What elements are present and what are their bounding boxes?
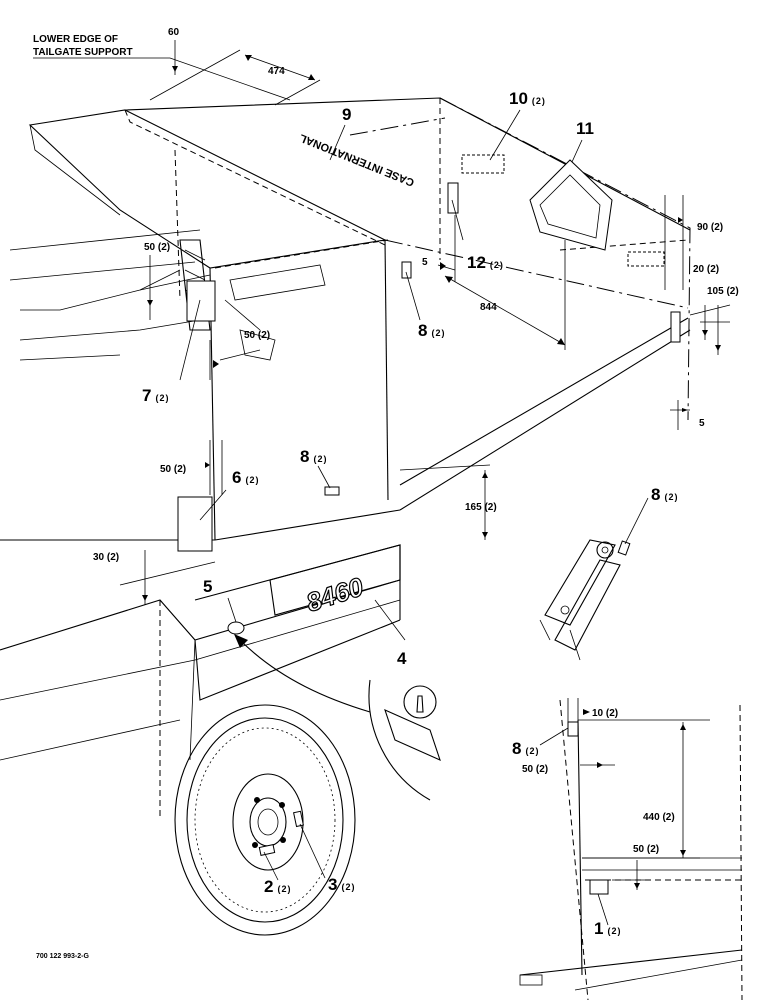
wheel <box>174 704 356 936</box>
callout-6: 6(2) <box>232 468 259 487</box>
brand-decal: CASE INTERNATIONAL <box>298 131 416 188</box>
dim-50-a: 50 (2) <box>144 242 170 253</box>
callout-8-upper: 8(2) <box>418 321 445 340</box>
dim-50-e: 50 (2) <box>633 844 659 855</box>
callout-9: 9 <box>342 105 351 124</box>
dim-5-left: 5 <box>422 257 428 268</box>
dim-90: 90 (2) <box>697 222 723 233</box>
callout-10: 10(2) <box>509 89 546 108</box>
note-line-1: LOWER EDGE OF <box>33 34 118 45</box>
dim-50-c: 50 (2) <box>160 464 186 475</box>
callout-3: 3(2) <box>328 875 355 894</box>
dim-474: 474 <box>268 66 285 77</box>
callout-12: 12(2) <box>467 253 504 272</box>
note-line-2: TAILGATE SUPPORT <box>33 47 133 58</box>
callout-2: 2(2) <box>264 877 291 896</box>
dim-30: 30 (2) <box>93 552 119 563</box>
dim-844: 844 <box>480 302 497 313</box>
decal-shapes <box>177 154 681 635</box>
tailgate-latch-mechanism <box>539 539 631 661</box>
dim-60: 60 <box>168 27 180 38</box>
baler-body <box>0 97 691 820</box>
callout-8-inset: 8(2) <box>512 739 539 758</box>
inset-detail <box>519 699 743 1000</box>
callout-8-middle: 8(2) <box>300 447 327 466</box>
dim-50-d: 50 (2) <box>522 764 548 775</box>
dim-5-right: 5 <box>699 418 705 429</box>
callout-8-mechanism: 8(2) <box>651 485 678 504</box>
callout-leaders <box>179 109 649 926</box>
model-decal: 8460 <box>303 571 368 618</box>
callout-4: 4 <box>397 649 407 668</box>
callout-5: 5 <box>203 577 212 596</box>
dim-50-b: 50 (2) <box>244 330 270 341</box>
drawing-number: 700 122 993-2-G <box>36 953 89 960</box>
dim-20: 20 (2) <box>693 264 719 275</box>
dim-105: 105 (2) <box>707 286 739 297</box>
callout-7: 7(2) <box>142 386 169 405</box>
dim-165: 165 (2) <box>465 502 497 513</box>
dimension-lines <box>119 40 731 890</box>
callout-1: 1(2) <box>594 919 621 938</box>
callout-11: 11 <box>576 119 594 138</box>
dim-10: 10 (2) <box>592 708 618 719</box>
dim-440: 440 (2) <box>643 812 675 823</box>
